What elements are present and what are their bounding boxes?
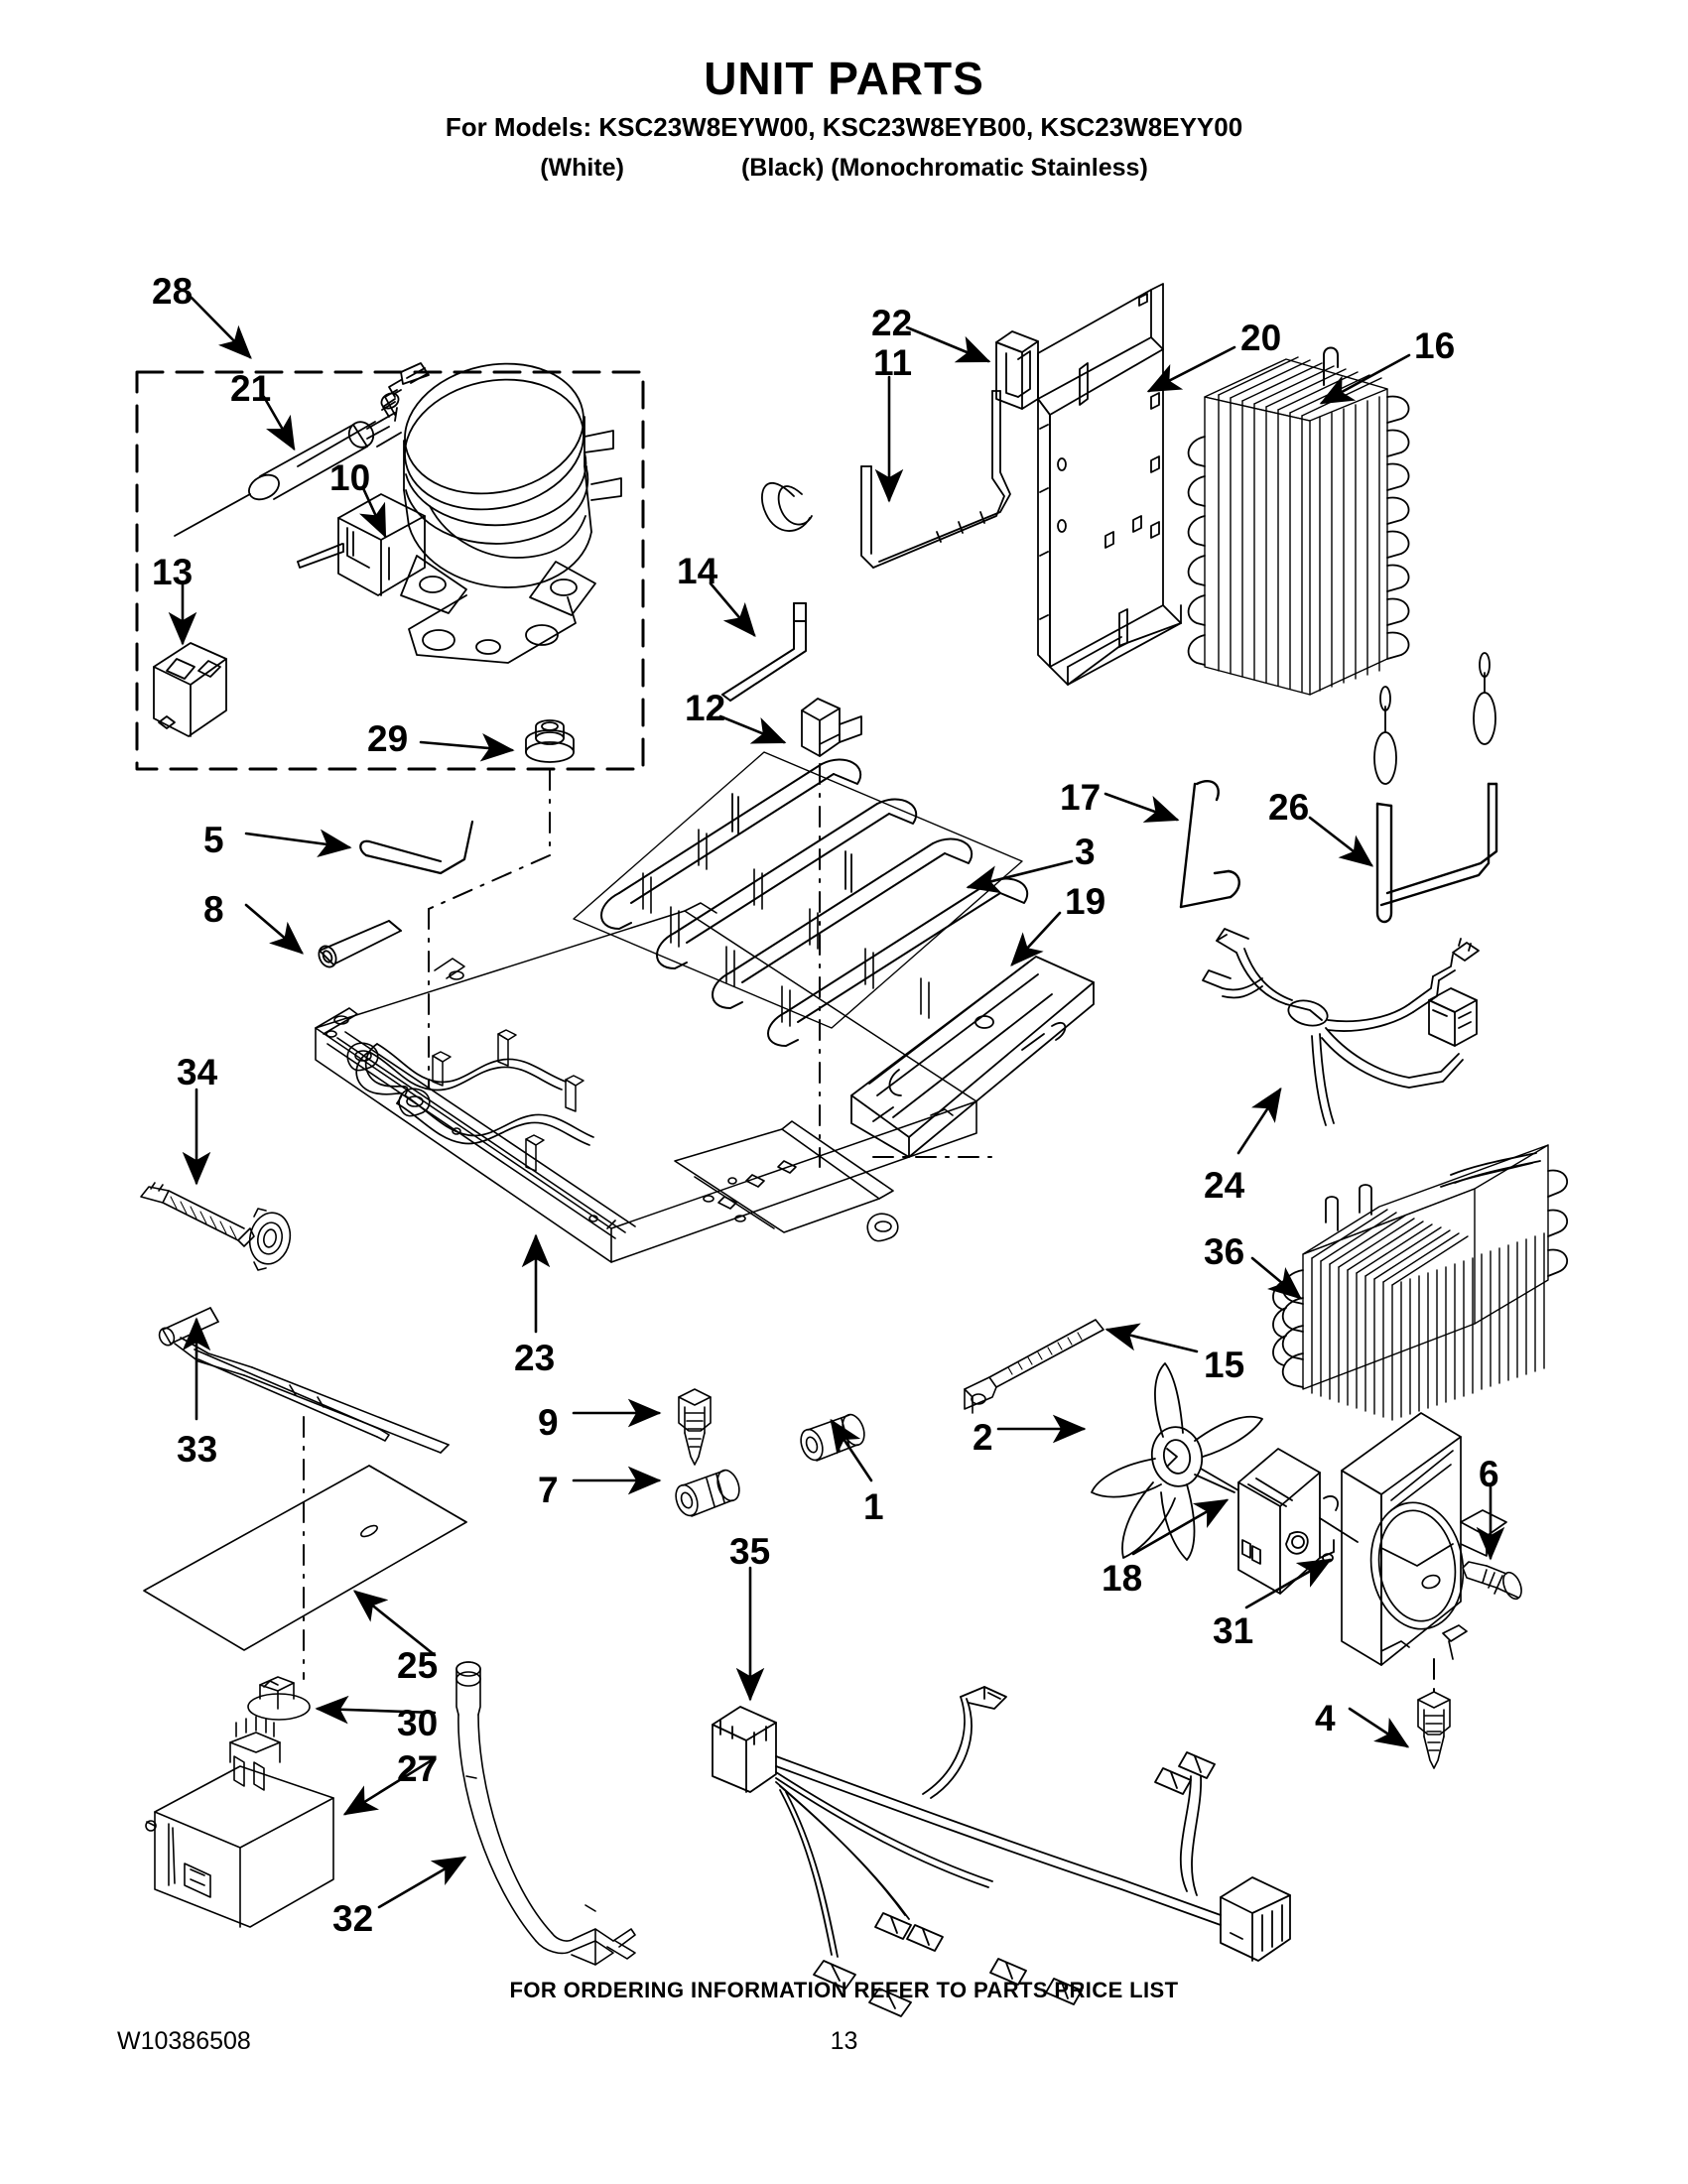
callout-32: 32 <box>332 1898 374 1939</box>
callout-30: 30 <box>397 1703 439 1743</box>
callout-3: 3 <box>1075 832 1096 872</box>
callout-21: 21 <box>230 368 272 409</box>
part-19-drip-tray <box>850 956 1095 1158</box>
callout-35: 35 <box>729 1531 771 1572</box>
callout-18: 18 <box>1102 1558 1143 1599</box>
callout-36: 36 <box>1204 1231 1245 1272</box>
page-title: UNIT PARTS <box>704 53 984 104</box>
document-number: W10386508 <box>117 2027 251 2055</box>
callout-24: 24 <box>1204 1165 1245 1206</box>
part-26-wire-rack <box>1373 652 1498 924</box>
part-29-grommet <box>525 719 575 763</box>
part-15-cable-tie <box>964 1319 1104 1414</box>
leader-lines <box>168 296 1505 1909</box>
part-22-clip <box>995 330 1039 410</box>
part-4-screw <box>1417 1691 1451 1769</box>
callout-7: 7 <box>538 1470 559 1510</box>
part-32-fill-tube <box>455 1661 636 1966</box>
callout-10: 10 <box>329 457 371 498</box>
callout-27: 27 <box>397 1748 439 1789</box>
callout-33: 33 <box>177 1429 218 1470</box>
callout-26: 26 <box>1268 787 1310 828</box>
part-25-drain-pan-sheet <box>143 1465 467 1651</box>
callout-8: 8 <box>203 889 224 930</box>
part-9-screw <box>678 1388 712 1466</box>
callout-19: 19 <box>1065 881 1106 922</box>
part-10-compressor <box>297 362 622 664</box>
callout-14: 14 <box>677 551 718 591</box>
colors-line: (White) (Black) (Monochromatic Stainless… <box>540 154 1148 182</box>
callout-28: 28 <box>152 271 194 312</box>
part-35-wire-harness <box>712 1686 1291 2017</box>
part-24-fan-harness <box>1202 928 1480 1126</box>
part-13-overload <box>153 642 227 737</box>
part-18-fan-motor <box>1200 1448 1359 1595</box>
callout-25: 25 <box>397 1645 439 1686</box>
part-8-sleeve <box>318 920 402 968</box>
callout-20: 20 <box>1240 318 1282 358</box>
callout-31: 31 <box>1213 1610 1254 1651</box>
part-36-finned-coil <box>1272 1144 1569 1421</box>
callout-23: 23 <box>514 1338 556 1378</box>
part-12-clip <box>801 698 862 757</box>
part-20-cover-panel <box>1037 283 1182 686</box>
part-1-bushing <box>800 1413 865 1462</box>
part-30-clip <box>247 1676 311 1721</box>
part-16-condenser-coil <box>1187 346 1410 696</box>
callout-4: 4 <box>1315 1698 1336 1738</box>
part-21-element <box>174 362 430 537</box>
part-7-bushing <box>675 1469 740 1517</box>
callout-34: 34 <box>177 1052 218 1092</box>
callout-2: 2 <box>973 1417 993 1458</box>
part-27-control-box <box>145 1716 334 1928</box>
callout-16: 16 <box>1414 325 1456 366</box>
part-17-wire-bracket <box>1179 779 1240 909</box>
part-2-fan-blade <box>1091 1362 1263 1561</box>
callout-1: 1 <box>863 1486 884 1527</box>
part-6-screw <box>1462 1561 1522 1601</box>
callout-9: 9 <box>538 1402 559 1443</box>
group-28-dashed-boundary <box>135 370 645 771</box>
footer-note: FOR ORDERING INFORMATION REFER TO PARTS … <box>509 1978 1179 2002</box>
callout-5: 5 <box>203 820 224 860</box>
callout-13: 13 <box>152 552 194 592</box>
callout-17: 17 <box>1060 777 1102 818</box>
part-31-fan-shroud <box>1341 1412 1507 1666</box>
callout-11: 11 <box>873 342 913 383</box>
callout-22: 22 <box>871 303 913 343</box>
part-14-drain-tube <box>721 602 807 702</box>
callout-12: 12 <box>685 688 726 728</box>
part-3-evaporator <box>573 751 1029 1047</box>
part-5-wire-retainer <box>359 820 474 875</box>
part-11-tubing <box>761 390 1011 569</box>
page-number: 13 <box>830 2027 858 2055</box>
part-34-motor-harness <box>140 1182 292 1271</box>
callout-29: 29 <box>367 718 409 759</box>
assembly-center-lines <box>303 763 1435 1694</box>
callout-15: 15 <box>1204 1345 1245 1385</box>
callout-6: 6 <box>1479 1454 1499 1494</box>
part-23-base-chassis <box>315 902 977 1263</box>
models-line: For Models: KSC23W8EYW00, KSC23W8EYB00, … <box>445 112 1243 142</box>
